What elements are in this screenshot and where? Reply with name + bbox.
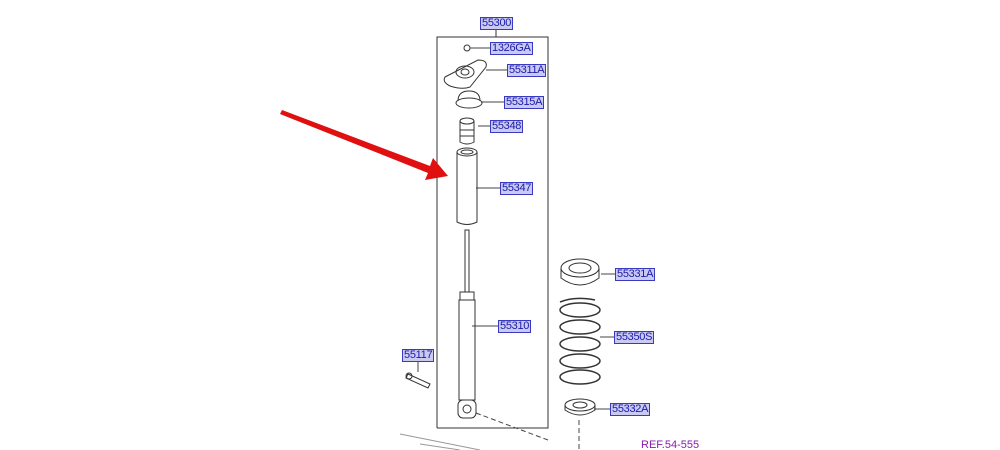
cap-part <box>455 90 483 109</box>
part-label-1326ga[interactable]: 1326GA <box>490 42 533 55</box>
reference-link[interactable]: REF.54-555 <box>641 439 700 450</box>
bumper-part <box>459 117 475 145</box>
part-label-55311a[interactable]: 55311A <box>507 64 547 77</box>
part-label-55300[interactable]: 55300 <box>480 17 514 30</box>
nut-part <box>463 44 471 52</box>
background-lines <box>399 433 481 450</box>
bolt-part <box>405 372 431 389</box>
part-label-55331a[interactable]: 55331A <box>615 268 656 281</box>
leader-lines <box>417 47 615 450</box>
red-arrow-pointer <box>280 110 448 180</box>
upper-spring-pad-part <box>560 258 600 286</box>
part-label-55117[interactable]: 55117 <box>402 349 435 362</box>
part-label-55348[interactable]: 55348 <box>490 120 524 133</box>
part-label-55332a[interactable]: 55332A <box>610 403 651 416</box>
dust-cover-part <box>456 147 478 225</box>
shock-absorber-part <box>457 229 477 419</box>
mount-part <box>443 59 487 89</box>
coil-spring-part <box>559 297 601 385</box>
assembly-bracket <box>436 28 549 429</box>
part-label-55350s[interactable]: 55350S <box>614 331 655 344</box>
part-label-55310[interactable]: 55310 <box>498 320 532 333</box>
lower-spring-pad-part <box>564 398 596 416</box>
part-label-55315a[interactable]: 55315A <box>504 96 545 109</box>
part-label-55347[interactable]: 55347 <box>500 182 534 195</box>
